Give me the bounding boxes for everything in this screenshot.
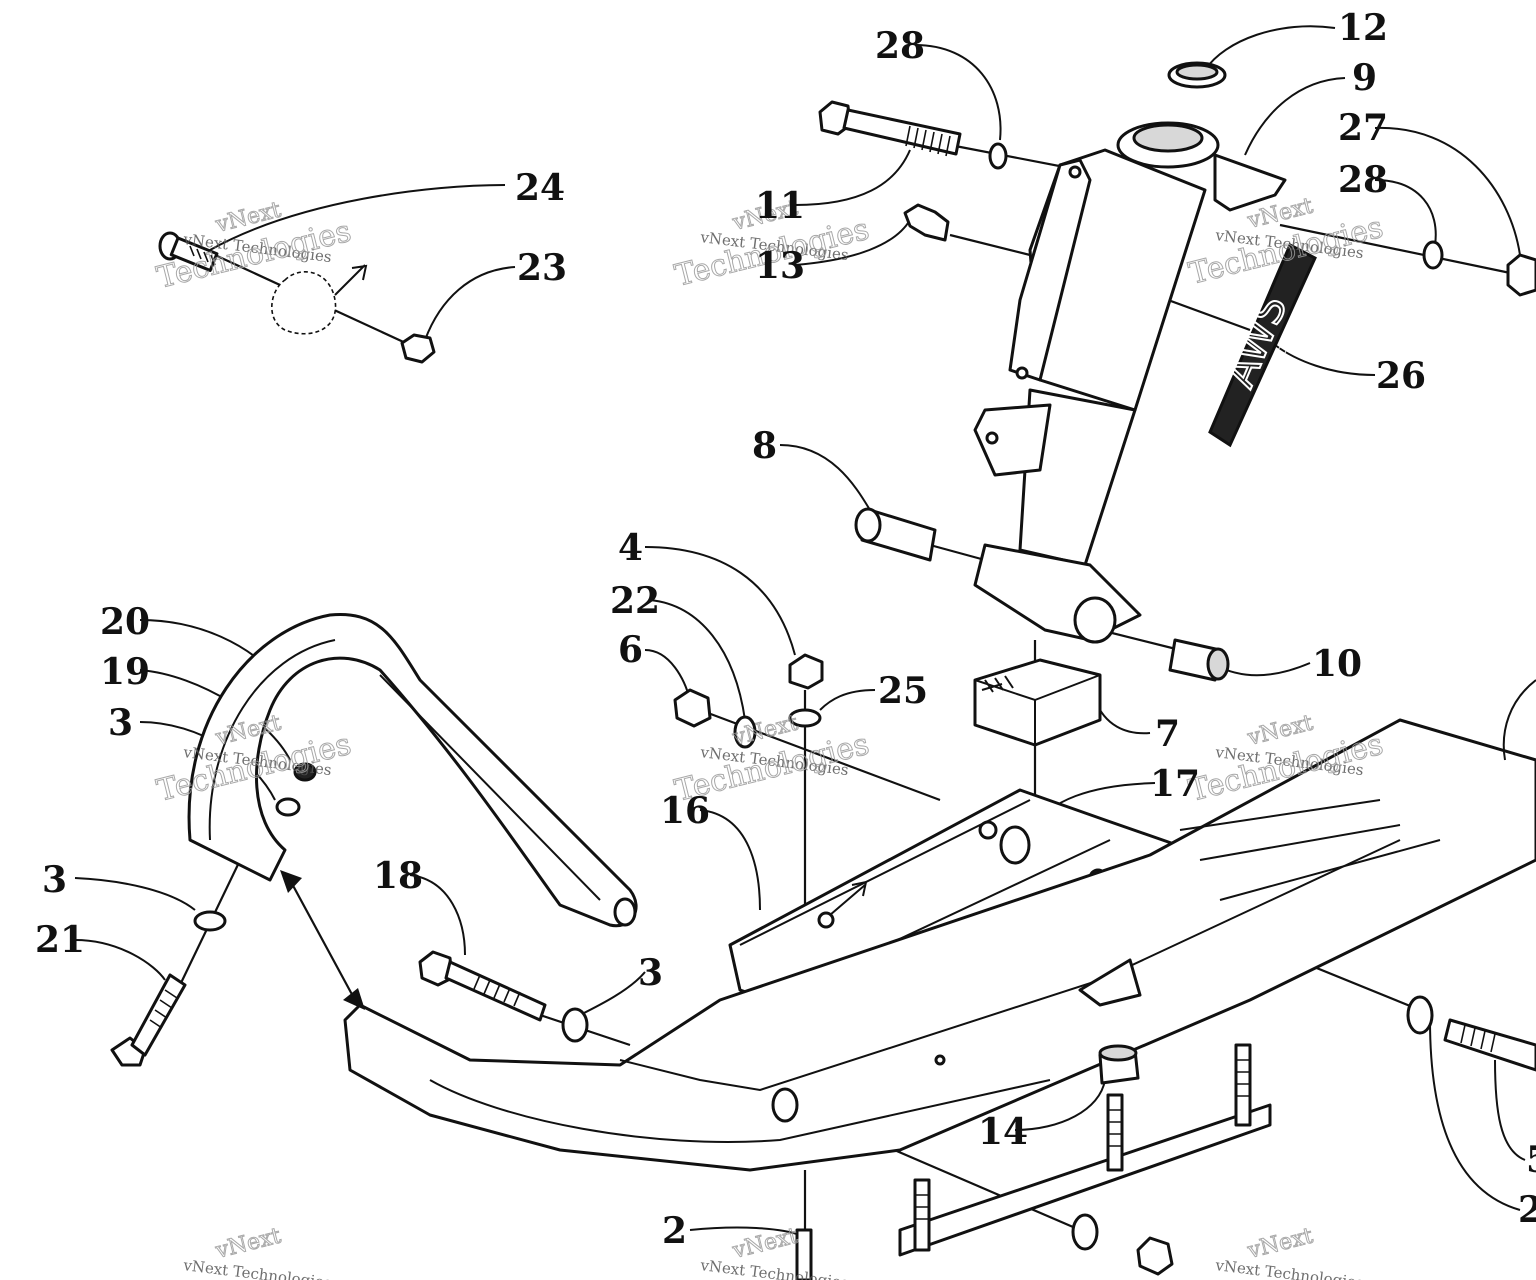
nut-part-27 bbox=[1506, 253, 1536, 297]
callout-label: 9 bbox=[1352, 57, 1377, 99]
nut-part-6 bbox=[673, 688, 712, 728]
watermark-7: vNext vNext Technologies bbox=[182, 1223, 333, 1280]
callout-label: 12 bbox=[1338, 7, 1388, 49]
callout-label: 2 bbox=[1518, 1189, 1536, 1231]
callout-label: 7 bbox=[1155, 713, 1180, 755]
washer-part-17 bbox=[999, 825, 1031, 865]
washer-part-2-right bbox=[1406, 995, 1434, 1035]
block-part-7 bbox=[973, 658, 1102, 747]
callout-label: 4 bbox=[618, 527, 643, 569]
callout-label: 22 bbox=[610, 580, 660, 622]
callout-label: 19 bbox=[100, 651, 150, 693]
callout-label: 10 bbox=[1312, 643, 1362, 685]
nut-bottom bbox=[1136, 1236, 1174, 1276]
washer-part-28-a bbox=[988, 142, 1008, 170]
washer-part-25 bbox=[788, 708, 822, 728]
bolt-part-19 bbox=[293, 762, 317, 782]
double-arrow bbox=[280, 870, 365, 1010]
nut-part-23 bbox=[400, 333, 436, 364]
callout-label: 3 bbox=[42, 859, 67, 901]
callout-label: 6 bbox=[618, 629, 643, 671]
bracket-outline bbox=[271, 264, 368, 335]
spacer-part-14 bbox=[1098, 1044, 1140, 1085]
washer-part-3-a bbox=[275, 797, 301, 817]
bolt-part-18 bbox=[418, 950, 547, 1022]
bushing-part-10 bbox=[1168, 638, 1230, 682]
cap-part-12 bbox=[1167, 61, 1227, 89]
callout-label: 28 bbox=[1338, 159, 1388, 201]
callout-label: 13 bbox=[755, 245, 805, 287]
bolt-part-24 bbox=[158, 231, 219, 272]
bolt-part-21 bbox=[110, 973, 187, 1067]
callout-label: 17 bbox=[1150, 763, 1200, 805]
bolt-part-11 bbox=[818, 100, 962, 157]
svg-text:vNext: vNext bbox=[729, 1224, 800, 1264]
leader-lines bbox=[74, 25, 1526, 1236]
washer-part-22 bbox=[733, 715, 757, 749]
svg-text:vNext: vNext bbox=[212, 1224, 283, 1264]
callout-labels: 28 12 9 27 28 11 13 24 23 26 8 4 22 6 25… bbox=[35, 7, 1536, 1252]
callout-label: 14 bbox=[978, 1111, 1028, 1153]
callout-label: 23 bbox=[517, 247, 567, 289]
svg-text:vNext Technologies: vNext Technologies bbox=[699, 1256, 850, 1280]
washer-part-28-b bbox=[1422, 240, 1444, 270]
bushing-part-8 bbox=[854, 507, 937, 562]
callout-label: 11 bbox=[755, 185, 805, 227]
callout-label: 24 bbox=[515, 167, 565, 209]
washer-part-3-b bbox=[193, 910, 227, 932]
callout-label: 21 bbox=[35, 919, 85, 961]
callout-label: 26 bbox=[1376, 355, 1426, 397]
loop-part-20 bbox=[187, 612, 638, 928]
watermark-9: vNext vNext Technologies bbox=[1214, 1223, 1365, 1280]
callout-label: 28 bbox=[875, 25, 925, 67]
callout-label: 2 bbox=[662, 1210, 687, 1252]
callout-label: 25 bbox=[878, 670, 928, 712]
callout-label: 3 bbox=[108, 702, 133, 744]
fitting-part-13 bbox=[903, 203, 950, 242]
callout-label: 27 bbox=[1338, 107, 1388, 149]
svg-text:vNext Technologies: vNext Technologies bbox=[182, 1256, 333, 1280]
callout-label: 3 bbox=[638, 952, 663, 994]
spindle-part-9 bbox=[973, 121, 1287, 644]
bolt-part-5 bbox=[1443, 1018, 1536, 1072]
nut-part-4 bbox=[788, 653, 824, 690]
watermark-8: vNext vNext Technologies bbox=[699, 1223, 850, 1280]
callout-label: 5 bbox=[1526, 1139, 1536, 1181]
callout-label: 16 bbox=[660, 790, 710, 832]
washer-part-2-bottom bbox=[1071, 1213, 1099, 1251]
wear-bar bbox=[795, 1043, 1272, 1280]
callout-label: 8 bbox=[752, 425, 777, 467]
callout-label: 20 bbox=[100, 601, 150, 643]
svg-text:vNext Technologies: vNext Technologies bbox=[1214, 1256, 1365, 1280]
svg-text:vNext: vNext bbox=[1244, 1224, 1315, 1264]
ski-body bbox=[343, 679, 1536, 1172]
callout-label: 18 bbox=[373, 855, 423, 897]
washer-part-3-c bbox=[561, 1007, 589, 1043]
